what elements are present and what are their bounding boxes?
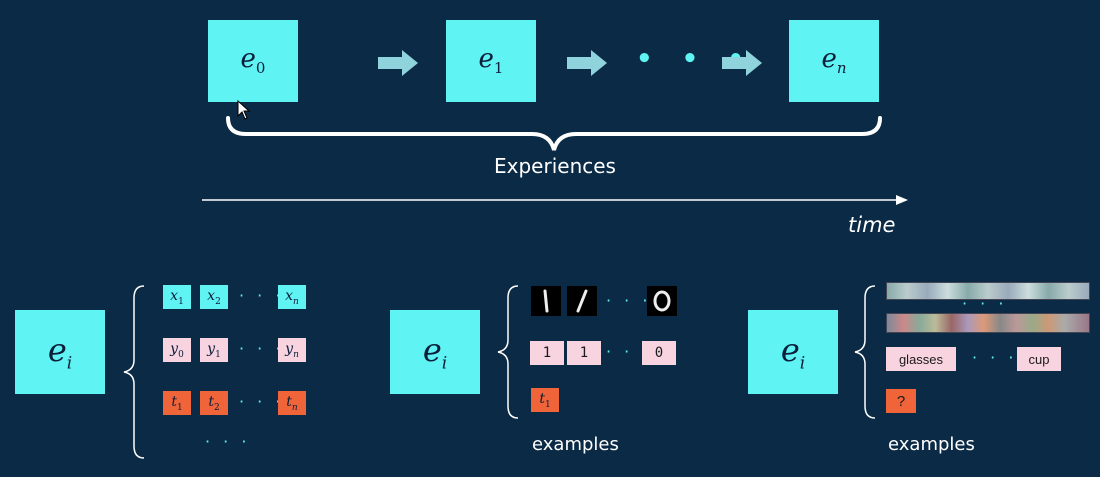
panel-generic-more-ellipsis: · · ·: [205, 432, 251, 451]
mnist-image-ellipsis: · · ·: [606, 291, 652, 310]
panel-words-brace: [854, 285, 876, 419]
y-cell-0: y0: [163, 338, 191, 362]
experiences-brace: [226, 116, 882, 151]
t-cell-n: tn: [278, 391, 306, 415]
x-row-ellipsis: · · ·: [239, 286, 285, 305]
y-row-ellipsis: · · ·: [239, 339, 285, 358]
panel-mnist-box-ei: ei: [390, 310, 480, 394]
panel-generic-brace: [123, 285, 145, 459]
x-cell-n: xn: [278, 285, 306, 309]
t-cell-1: t1: [163, 391, 191, 415]
word-label-glasses: glasses: [886, 347, 956, 371]
experience-box-e1: e1: [446, 20, 536, 102]
word-label-cup: cup: [1017, 347, 1061, 371]
word-label-ellipsis: · · ·: [972, 348, 1018, 367]
arrow-right-icon: [722, 50, 762, 76]
mnist-label-cell: 1: [567, 341, 601, 365]
panel-generic-box-ei: ei: [15, 310, 105, 394]
time-label: time: [848, 213, 896, 237]
arrow-right-icon: [378, 50, 418, 76]
mnist-label-cell: 1: [530, 341, 564, 365]
image-strip-photo: [886, 282, 1090, 300]
words-caption: examples: [888, 434, 975, 455]
experience-box-e0: e0: [208, 20, 298, 102]
mnist-task-cell: t1: [531, 388, 559, 412]
experiences-label: Experiences: [494, 154, 616, 178]
x-cell-1: x1: [163, 285, 191, 309]
mnist-label-ellipsis: · · ·: [606, 342, 652, 361]
time-axis-arrow: [202, 195, 908, 205]
y-cell-1: y1: [200, 338, 228, 362]
word-task-cell: ?: [886, 389, 916, 413]
mnist-label-cell: 0: [642, 341, 676, 365]
mnist-digit-image: [647, 286, 677, 316]
x-cell-2: x2: [200, 285, 228, 309]
experience-box-en: en: [789, 20, 879, 102]
mnist-caption: examples: [532, 434, 619, 455]
mnist-digit-image: [531, 286, 561, 316]
t-row-ellipsis: · · ·: [239, 392, 285, 411]
arrow-right-icon: [567, 50, 607, 76]
t-cell-2: t2: [200, 391, 228, 415]
panel-mnist-brace: [497, 285, 519, 419]
mnist-digit-image: [567, 286, 597, 316]
mouse-cursor-icon: [237, 100, 251, 120]
y-cell-n: yn: [278, 338, 306, 362]
image-strip-photo: [886, 313, 1090, 333]
panel-words-box-ei: ei: [748, 310, 838, 394]
image-strip-ellipsis: · · ·: [962, 294, 1008, 313]
